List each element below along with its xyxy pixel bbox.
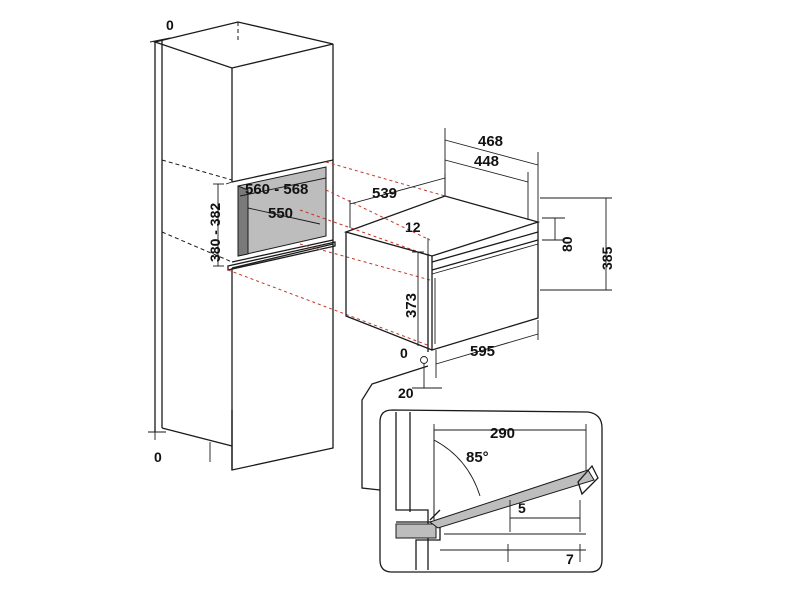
oven-depth-dims (349, 128, 539, 228)
body-height-label: 373 (403, 293, 420, 318)
floor-gap-label: 7 (566, 551, 574, 567)
alignment-guides (227, 161, 446, 347)
niche-height-label: 380 - 382 (207, 203, 223, 262)
niche-depth-label: 550 (268, 205, 293, 222)
top-gap-label: 0 (166, 17, 174, 33)
door-angle-label: 85° (466, 449, 489, 466)
oven-height-dims (412, 197, 612, 389)
panel-height-label: 80 (559, 236, 575, 252)
door-detail-inset (361, 365, 603, 573)
door-gap-label: 5 (518, 500, 526, 516)
tall-cabinet (148, 21, 336, 471)
niche-height-dim (213, 183, 224, 267)
oven-depth-label: 539 (372, 185, 397, 202)
bottom-zero-label: 0 (400, 345, 408, 361)
oven (343, 195, 541, 364)
top-offset-label: 12 (405, 219, 421, 235)
door-length-label: 290 (490, 425, 515, 442)
oven-total-depth-label: 468 (478, 133, 503, 150)
niche-width-label: 560 - 568 (245, 181, 308, 198)
oven-width-label: 595 (470, 343, 495, 360)
niche-depth-dim (247, 207, 321, 225)
side-gap-label: 20 (398, 385, 414, 401)
oven-body-depth-label: 448 (474, 153, 499, 170)
oven-height-label: 385 (599, 246, 615, 270)
niche-width-dim (239, 177, 327, 197)
bottom-gap-label: 0 (154, 449, 162, 465)
